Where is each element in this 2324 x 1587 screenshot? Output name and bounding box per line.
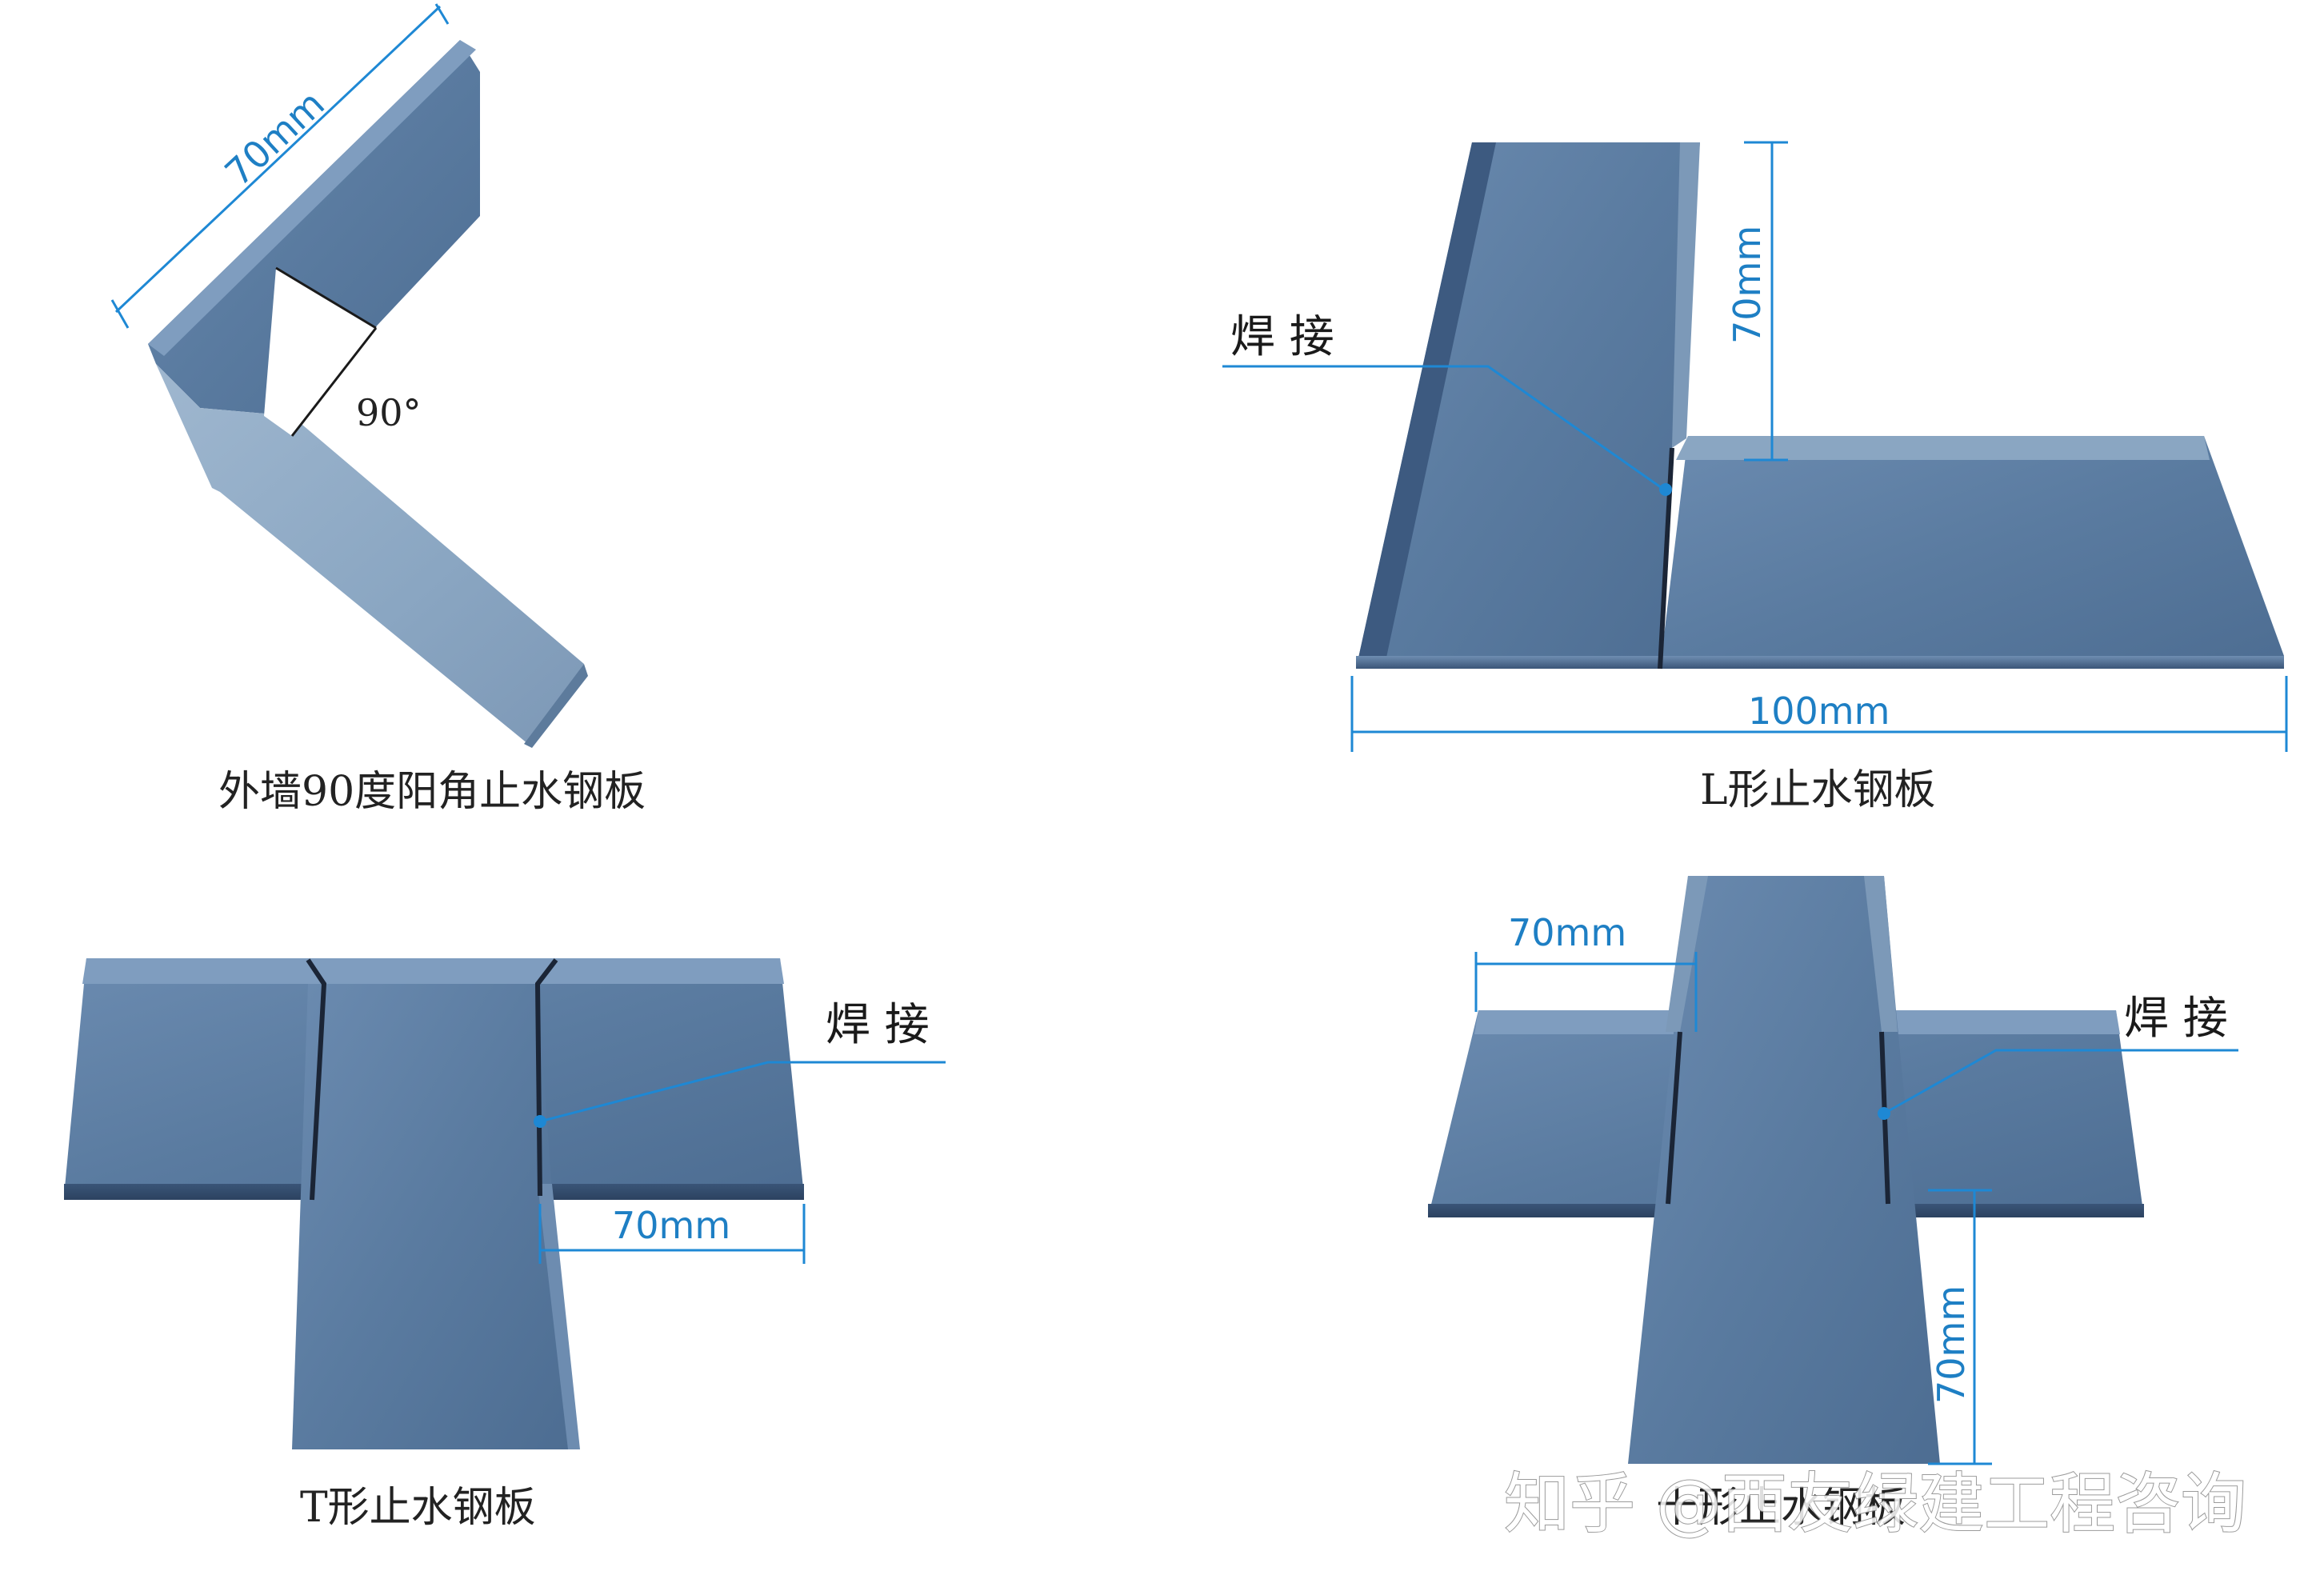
cross-top-dimension: 70mm (1508, 911, 1626, 954)
corner-inner-gap (264, 268, 376, 436)
l-bottom-bevel (1356, 656, 2284, 669)
angle-line-2 (290, 327, 378, 437)
watermark: 知乎 @西友绿建工程咨询 (1504, 1466, 2246, 1542)
cross-vertical-arm (1628, 876, 1940, 1464)
l-weld-seam (1658, 447, 1674, 670)
corner-waterstop-diagram: 70mm 90° 外墙90度阳角止水钢板 (110, 3, 646, 816)
l-vertical-plate (1356, 142, 1700, 669)
t-weld-leader (539, 1061, 946, 1123)
angle-label: 90° (356, 391, 422, 434)
t-dimension-label: 70mm (612, 1204, 730, 1247)
l-horizontal-plate (1660, 436, 2284, 669)
corner-lower-leg (156, 364, 584, 744)
l-horizontal-dimension: 100mm (1748, 690, 1890, 733)
cross-vertical-right-lip (1864, 876, 1898, 1032)
t-stem (292, 984, 570, 1449)
t-top-lip (82, 958, 784, 984)
cross-weld-label: 焊 接 (2124, 993, 2228, 1045)
t-shape-waterstop-diagram: 焊 接 70mm T形止水钢板 (64, 958, 946, 1532)
cross-vertical-left-lip (1666, 876, 1708, 1032)
l-vertical-dimension: 70mm (1726, 226, 1769, 344)
l-caption: L形止水钢板 (1700, 766, 1936, 814)
l-vertical-right-lip (1672, 142, 1700, 448)
angle-line-1 (275, 266, 377, 330)
l-weld-leader (1222, 365, 1665, 491)
corner-caption: 外墙90度阳角止水钢板 (218, 768, 646, 816)
cross-vertical-dimension: 70mm (1930, 1285, 1973, 1404)
t-weld-point (534, 1115, 546, 1128)
corner-upper-leg (148, 40, 480, 416)
t-weld-seam-left (306, 958, 327, 1201)
t-caption: T形止水钢板 (300, 1484, 536, 1532)
l-shape-waterstop-diagram: 焊 接 70mm 100mm L形止水钢板 (1222, 141, 2288, 814)
l-weld-label: 焊 接 (1230, 311, 1334, 363)
cross-weld-leader (1883, 1049, 2238, 1115)
corner-top-bevel (148, 40, 476, 356)
l-horizontal-top-lip (1676, 436, 2210, 460)
t-weld-label: 焊 接 (826, 999, 930, 1051)
cross-weld-seam-left (1666, 1031, 1682, 1205)
cross-waterstop-diagram: 70mm 焊 接 70mm 十形止水钢板 (1428, 876, 2238, 1532)
cross-weld-point (1878, 1107, 1890, 1120)
l-vertical-left-bevel (1356, 142, 1496, 669)
corner-bottom-bevel (524, 664, 588, 748)
l-weld-point (1659, 483, 1672, 496)
cross-caption: 十形止水钢板 (1656, 1484, 1906, 1532)
corner-dimension-label: 70mm (217, 82, 333, 195)
